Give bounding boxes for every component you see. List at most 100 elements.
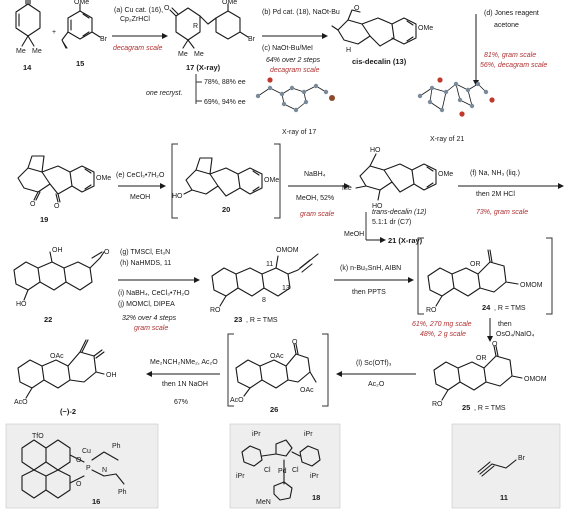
c8-label: 8 — [262, 297, 266, 304]
step-a-reagent: (a) Cu cat. (16), — [114, 7, 163, 14]
br-label: Br — [100, 36, 108, 43]
recryst-note: one recryst. — [146, 90, 183, 97]
structure-16: TfO Cu P N Ph Ph O O — [21, 433, 127, 499]
step-d-yield: 81%, gram scale — [484, 52, 536, 59]
h-label: H — [346, 47, 351, 54]
oh-label: OH — [106, 372, 117, 379]
step-bc-scale: decagram scale — [270, 67, 320, 74]
step-a-reagent: Cp₂ZrHCl — [120, 16, 150, 23]
ome-label: OMe — [222, 0, 237, 6]
ho-label: HO — [372, 203, 383, 210]
step-f-yield: 73%, gram scale — [476, 209, 528, 216]
c11-label: 11 — [266, 261, 273, 268]
ipr-label: iPr — [304, 431, 313, 438]
step-oxidant: OsO₄/NaIO₄ — [496, 331, 535, 338]
structure-22: O OH HO — [13, 247, 110, 308]
ome-label: OMe — [438, 171, 453, 178]
compound-label-20: 20 — [222, 205, 230, 214]
ro-label: RO — [432, 401, 443, 408]
arrowhead — [146, 371, 152, 377]
o-label: O — [492, 341, 498, 348]
compound-label-16: 16 — [92, 497, 100, 506]
o-label: O — [292, 339, 298, 346]
or-label: OR — [470, 261, 481, 268]
intermediate-bracket — [171, 143, 178, 219]
structure-20: OMe HO — [172, 157, 279, 200]
step-k-workup: then PPTS — [352, 289, 386, 296]
intermediate-bracket — [322, 333, 329, 407]
arrowhead — [194, 277, 200, 283]
yield-17-recryst: 69%, 94% ee — [204, 99, 246, 106]
o-label: O — [354, 5, 360, 12]
ro-label: RO — [210, 307, 221, 314]
arrowhead — [160, 183, 166, 189]
step-l-solvent: Ac₂O — [368, 381, 385, 388]
ph-label: Ph — [112, 443, 121, 450]
ome-label: OMe — [96, 175, 111, 182]
structure-24: OMOM OR RO — [426, 249, 543, 314]
cu-label: Cu — [82, 448, 91, 455]
p-label: P — [86, 465, 91, 472]
step-d-reagent: (d) Jones reagent — [484, 10, 539, 17]
compound-label-2: (−)-2 — [60, 407, 76, 416]
structure-14: Me Me — [15, 0, 42, 55]
compound-label-14: 14 — [23, 63, 32, 72]
oac-label: OAc — [300, 387, 314, 394]
ipr-label: iPr — [252, 431, 261, 438]
arrowhead — [336, 371, 342, 377]
o-label: O — [30, 201, 36, 208]
o-label: O — [164, 5, 170, 12]
aco-label: AcO — [14, 399, 28, 406]
step-d-solvent: acetone — [494, 22, 519, 29]
ho-label: HO — [172, 193, 183, 200]
step-a-scale: decagram scale — [113, 45, 163, 52]
compound-label-22: 22 — [44, 315, 52, 324]
me-label: Me — [194, 51, 204, 58]
or-label: OR — [476, 355, 487, 362]
step-then: then — [498, 321, 512, 328]
compound-label-13: cis-decalin (13) — [352, 57, 407, 66]
structure-11: Br — [477, 455, 526, 477]
ipr-label: iPr — [236, 473, 245, 480]
compound-label-19: 19 — [40, 215, 48, 224]
intermediate-bracket — [546, 237, 553, 315]
o-label: O — [54, 203, 60, 210]
structure-23: OMOM RO 11 13 8 — [210, 247, 319, 314]
ome-label: OMe — [74, 0, 89, 6]
men-label: MeN — [256, 499, 271, 506]
structure-25: O OMOM OR RO — [432, 341, 547, 408]
arrowhead — [558, 183, 564, 189]
me-label: Me — [32, 48, 42, 55]
structure-26: O OAc AcO OAc — [230, 339, 317, 404]
compound-label-25: 25 — [462, 403, 470, 412]
compound-label-23: 23 — [234, 315, 242, 324]
mom-label: OMOM — [524, 376, 547, 383]
ph-label: Ph — [118, 489, 127, 496]
arrowhead — [473, 80, 479, 86]
plus-sign: + — [52, 29, 56, 36]
step-final-workup: then 1N NaOH — [162, 381, 208, 388]
ome-label: OMe — [264, 177, 279, 184]
structure-12: OMe HO Me HO — [342, 147, 453, 210]
o-label: O — [76, 457, 82, 464]
compound-label-24: 24 — [482, 303, 491, 312]
step-e-solvent: MeOH — [130, 194, 150, 201]
r-stereo-label: R — [193, 23, 198, 30]
arrowhead — [487, 336, 493, 342]
step-d-yield-large: 56%, decagram scale — [480, 62, 547, 69]
arrowhead — [344, 183, 350, 189]
reagent-11-panel — [451, 423, 561, 509]
compound-label-21: 21 (X-ray) — [388, 236, 423, 245]
step-g-reagent: (g) TMSCl, Et₃N — [120, 249, 170, 256]
structure-15: OMe Br — [61, 0, 108, 49]
compound-label-26: 26 — [270, 405, 278, 414]
step-k-reagent: (k) n-Bu₃SnH, AIBN — [340, 265, 401, 272]
cl-label: Cl — [264, 467, 271, 474]
step-f-workup: then 2M HCl — [476, 191, 515, 198]
step-f-reagent: (f) Na, NH₃ (liq.) — [470, 170, 520, 177]
structure-13: O OMe H — [331, 5, 433, 54]
ro-label: RO — [426, 307, 437, 314]
oac-label: OAc — [50, 353, 64, 360]
